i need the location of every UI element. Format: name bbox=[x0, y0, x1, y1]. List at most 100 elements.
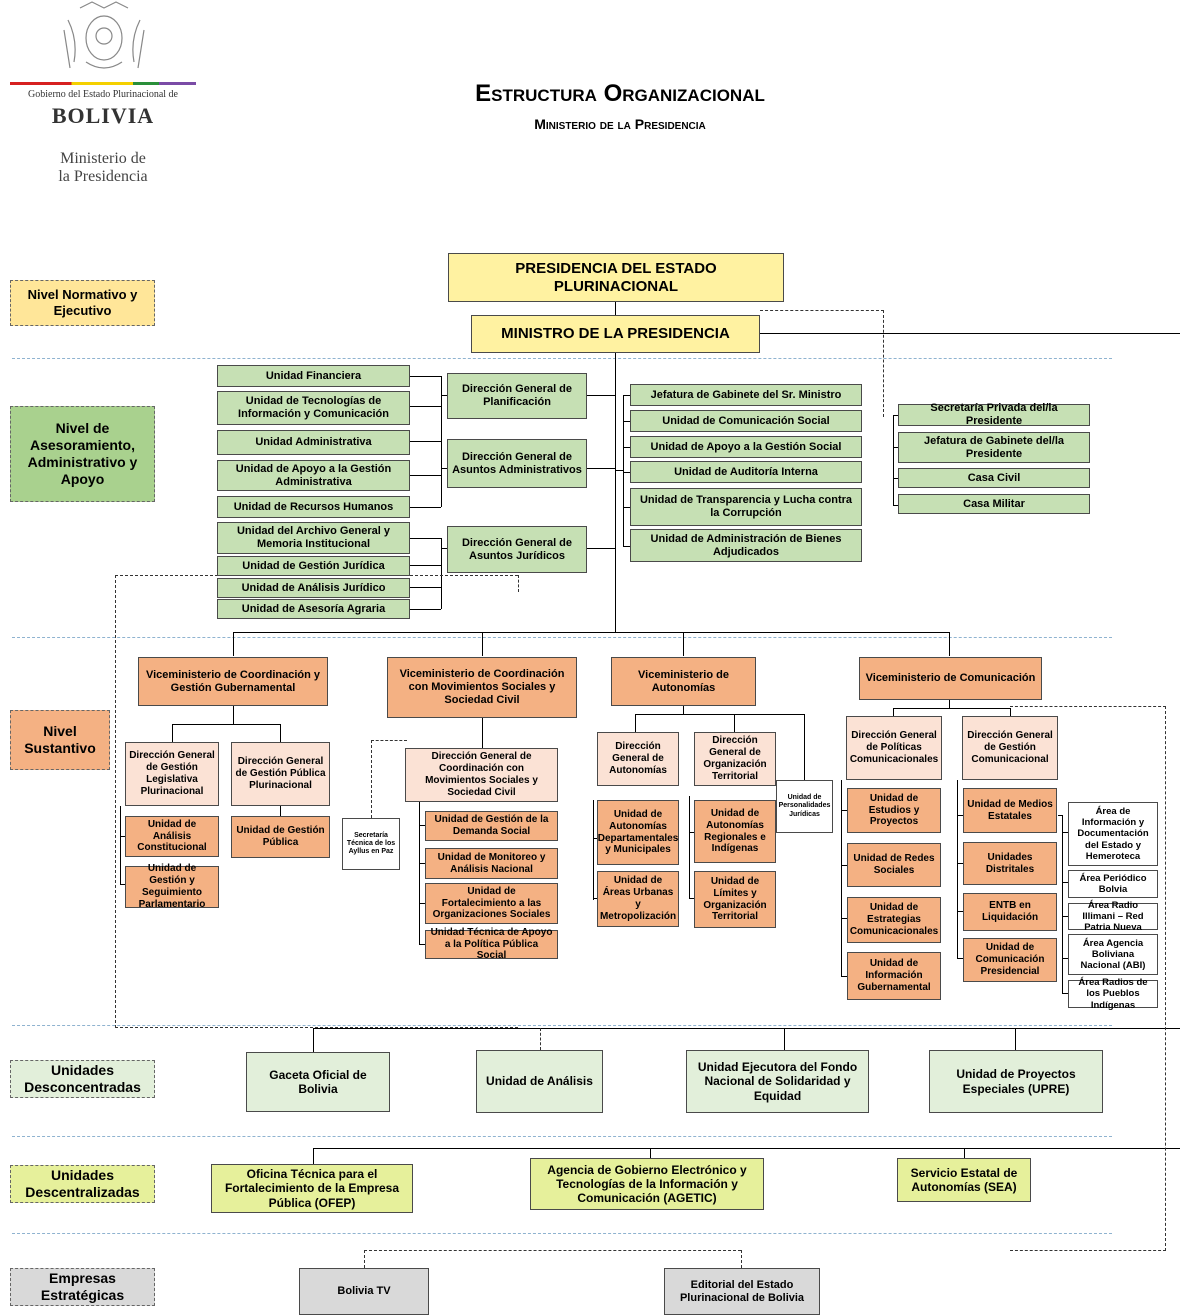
separator bbox=[12, 1136, 1112, 1137]
logo-ministry-2: la Presidencia bbox=[58, 168, 148, 185]
level-desconcentradas: Unidades Desconcentradas bbox=[10, 1060, 155, 1098]
separator bbox=[12, 1025, 1112, 1026]
dg-legislativa: Dirección General de Gestión Legislativa… bbox=[125, 742, 219, 806]
connector-line bbox=[623, 421, 630, 422]
connector-line bbox=[120, 806, 121, 884]
vice-comunicacion: Viceministerio de Comunicación bbox=[859, 657, 1042, 700]
agetic: Agencia de Gobierno Electrónico y Tecnol… bbox=[530, 1158, 764, 1210]
connector-line bbox=[482, 632, 483, 656]
connector-line bbox=[623, 507, 630, 508]
unidad-upre: Unidad de Proyectos Especiales (UPRE) bbox=[929, 1050, 1103, 1113]
connector-line bbox=[120, 836, 126, 837]
unidad-presidencial: Unidad de Comunicación Presidencial bbox=[963, 938, 1057, 982]
dg-planificacion: Dirección General de Planificación bbox=[447, 373, 587, 419]
connector-line bbox=[172, 724, 280, 725]
connector-line bbox=[784, 1028, 785, 1050]
vice-movimientos: Viceministerio de Coordinación con Movim… bbox=[387, 657, 577, 718]
unidad-administrativa: Unidad Administrativa bbox=[217, 430, 410, 455]
unidad-apoyo-gestion-social: Unidad de Apoyo a la Gestión Social bbox=[630, 436, 862, 458]
sea: Servicio Estatal de Autonomías (SEA) bbox=[897, 1158, 1031, 1202]
casa-civil: Casa Civil bbox=[898, 468, 1090, 488]
unidad-comunicacion-social: Unidad de Comunicación Social bbox=[630, 410, 862, 432]
logo-gov-line: Gobierno del Estado Plurinacional de bbox=[28, 89, 178, 100]
dashed-line bbox=[883, 310, 884, 417]
connector-line bbox=[419, 802, 420, 944]
dashed-line bbox=[371, 740, 407, 741]
connector-line bbox=[441, 548, 447, 549]
unidad-redes: Unidad de Redes Sociales bbox=[847, 843, 941, 887]
dashed-line bbox=[540, 1028, 541, 1050]
connector-line bbox=[593, 838, 598, 839]
unidad-demanda-social: Unidad de Gestión de la Demanda Social bbox=[425, 811, 558, 841]
connector-line bbox=[615, 302, 616, 316]
connector-line bbox=[419, 944, 425, 945]
connector-line bbox=[419, 903, 425, 904]
connector-line bbox=[623, 395, 630, 396]
unidad-areas-urbanas: Unidad de Áreas Urbanas y Metropolizació… bbox=[597, 871, 679, 927]
logo: Gobierno del Estado Plurinacional de BOL… bbox=[8, 0, 198, 190]
connector-line bbox=[313, 1148, 314, 1164]
coat-of-arms-icon bbox=[63, 1, 145, 69]
dg-gestion-comunicacional: Dirección General de Gestión Comunicacio… bbox=[962, 716, 1058, 780]
connector-line bbox=[683, 706, 684, 714]
connector-line bbox=[233, 706, 234, 724]
presidencia-box: PRESIDENCIA DEL ESTADO PLURINACIONAL bbox=[448, 253, 784, 302]
area-radios-pueblos: Área Radios de los Pueblos Indígenas bbox=[1068, 977, 1158, 1011]
connector-line bbox=[949, 632, 950, 656]
jefatura-presidente: Jefatura de Gabinete del/la Presidente bbox=[898, 432, 1090, 463]
connector-line bbox=[280, 806, 281, 816]
ministro-box: MINISTRO DE LA PRESIDENCIA bbox=[471, 315, 760, 353]
connector-line bbox=[893, 708, 894, 716]
gaceta-oficial: Gaceta Oficial de Bolivia bbox=[246, 1052, 390, 1112]
connector-line bbox=[957, 958, 963, 959]
unidad-tecnica-apoyo: Unidad Técnica de Apoyo a la Política Pú… bbox=[425, 927, 558, 961]
connector-line bbox=[1010, 708, 1011, 716]
logo-ministry-1: Ministerio de bbox=[60, 150, 146, 167]
unidad-analisis-constitucional: Unidad de Análisis Constitucional bbox=[125, 816, 219, 857]
dg-autonomias: Dirección General de Autonomías bbox=[597, 732, 679, 786]
page-subtitle: Ministerio de la Presidencia bbox=[534, 116, 706, 132]
vice-autonomias: Viceministerio de Autonomías bbox=[611, 657, 756, 706]
connector-line bbox=[1062, 815, 1063, 993]
connector-line bbox=[410, 376, 441, 377]
connector-line bbox=[623, 472, 630, 473]
connector-line bbox=[410, 565, 441, 566]
area-radio-illimani: Área Radio Illimani – Red Patria Nueva bbox=[1068, 900, 1158, 933]
unidad-regionales: Unidad de Autonomías Regionales e Indíge… bbox=[694, 800, 776, 863]
connector-line bbox=[410, 507, 441, 508]
unidad-transparencia: Unidad de Transparencia y Lucha contra l… bbox=[630, 488, 862, 526]
dashed-line bbox=[371, 740, 372, 818]
unidad-seguimiento: Unidad de Gestión y Seguimiento Parlamen… bbox=[125, 863, 219, 910]
jefatura-ministro: Jefatura de Gabinete del Sr. Ministro bbox=[630, 384, 862, 406]
connector-line bbox=[1062, 916, 1068, 917]
unidad-gestion-juridica: Unidad de Gestión Jurídica bbox=[217, 556, 410, 576]
unidad-monitoreo: Unidad de Monitoreo y Análisis Nacional bbox=[425, 848, 558, 879]
bolivia-tv: Bolivia TV bbox=[299, 1268, 429, 1315]
vice-coordinacion-gestion: Viceministerio de Coordinación y Gestión… bbox=[138, 657, 328, 706]
unidad-informacion: Unidad de Información Gubernamental bbox=[847, 952, 941, 1000]
connector-line bbox=[1062, 882, 1068, 883]
unidad-bienes: Unidad de Administración de Bienes Adjud… bbox=[630, 529, 862, 562]
unidad-auditoria: Unidad de Auditoría Interna bbox=[630, 461, 862, 483]
connector-line bbox=[957, 911, 963, 912]
connector-line bbox=[410, 587, 441, 588]
connector-line bbox=[615, 352, 616, 632]
connector-line bbox=[587, 468, 615, 469]
unidad-medios: Unidad de Medios Estatales bbox=[963, 788, 1057, 833]
unidad-limites: Unidad de Límites y Organización Territo… bbox=[694, 871, 776, 928]
level-empresas: Empresas Estratégicas bbox=[10, 1268, 155, 1306]
connector-line bbox=[280, 724, 281, 742]
connector-line bbox=[689, 796, 690, 898]
connector-line bbox=[441, 538, 442, 609]
connector-line bbox=[734, 714, 735, 732]
casa-militar: Casa Militar bbox=[898, 494, 1090, 514]
connector-line bbox=[893, 708, 1011, 709]
connector-line bbox=[841, 780, 842, 976]
connector-line bbox=[441, 376, 442, 507]
connector-line bbox=[313, 1028, 1180, 1029]
connector-line bbox=[1062, 993, 1068, 994]
unidad-asesoria-agraria: Unidad de Asesoría Agraria bbox=[217, 599, 410, 619]
logo-country: BOLIVIA bbox=[51, 103, 155, 128]
connector-line bbox=[841, 976, 847, 977]
separator bbox=[12, 1233, 1112, 1234]
